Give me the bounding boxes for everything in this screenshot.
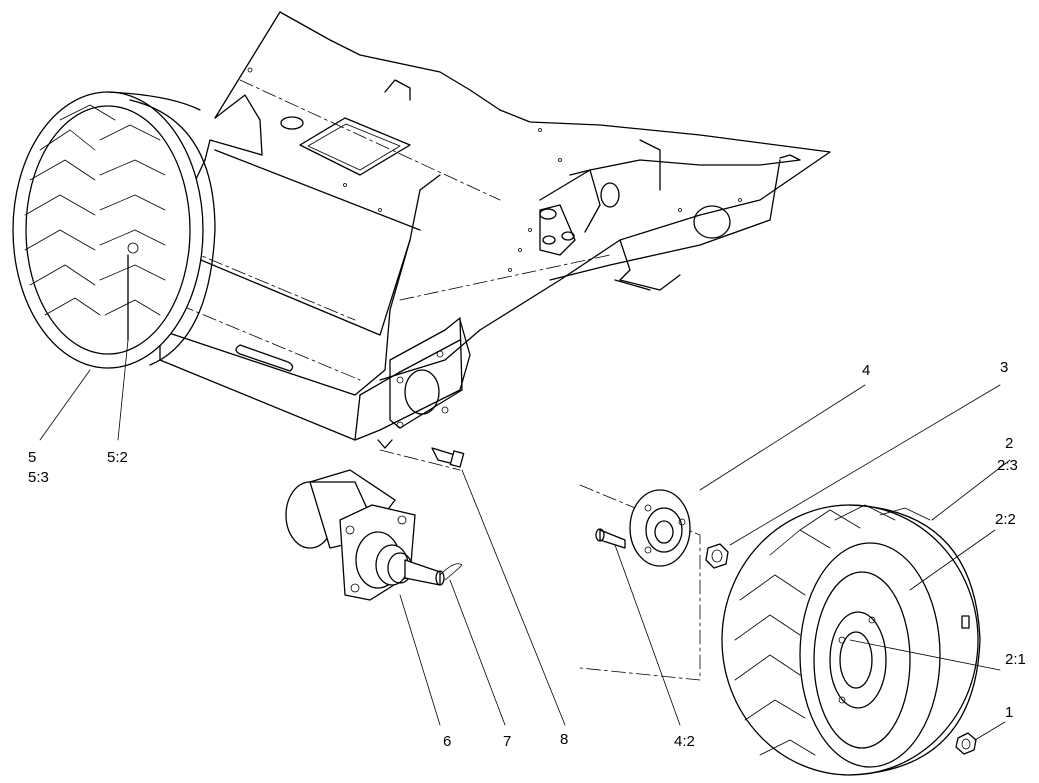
callout-6: 6 [443, 733, 451, 750]
wheel-hub [579, 484, 729, 681]
callout-3: 3 [1000, 359, 1008, 376]
leader-lines [39, 339, 1011, 741]
callout-5-3: 5:3 [28, 469, 49, 486]
callout-4-2: 4:2 [674, 733, 695, 750]
bolt-8 [431, 447, 465, 468]
chassis-frame [139, 11, 831, 471]
left-wheel-tire [12, 91, 216, 369]
callout-2-1: 2:1 [1005, 651, 1026, 668]
callout-2-3: 2:3 [997, 457, 1018, 474]
callout-5: 5 [28, 449, 36, 466]
callout-2-2: 2:2 [995, 511, 1016, 528]
callout-5-2: 5:2 [107, 449, 128, 466]
callout-8: 8 [560, 731, 568, 748]
callout-labels: 5 5:3 5:2 6 7 8 4:2 4 3 2 2:3 2:2 2:1 1 [28, 359, 1026, 750]
callout-4: 4 [862, 362, 870, 379]
callout-2: 2 [1005, 435, 1013, 452]
callout-7: 7 [503, 733, 511, 750]
callout-1: 1 [1005, 704, 1013, 721]
drive-motor [285, 469, 463, 601]
